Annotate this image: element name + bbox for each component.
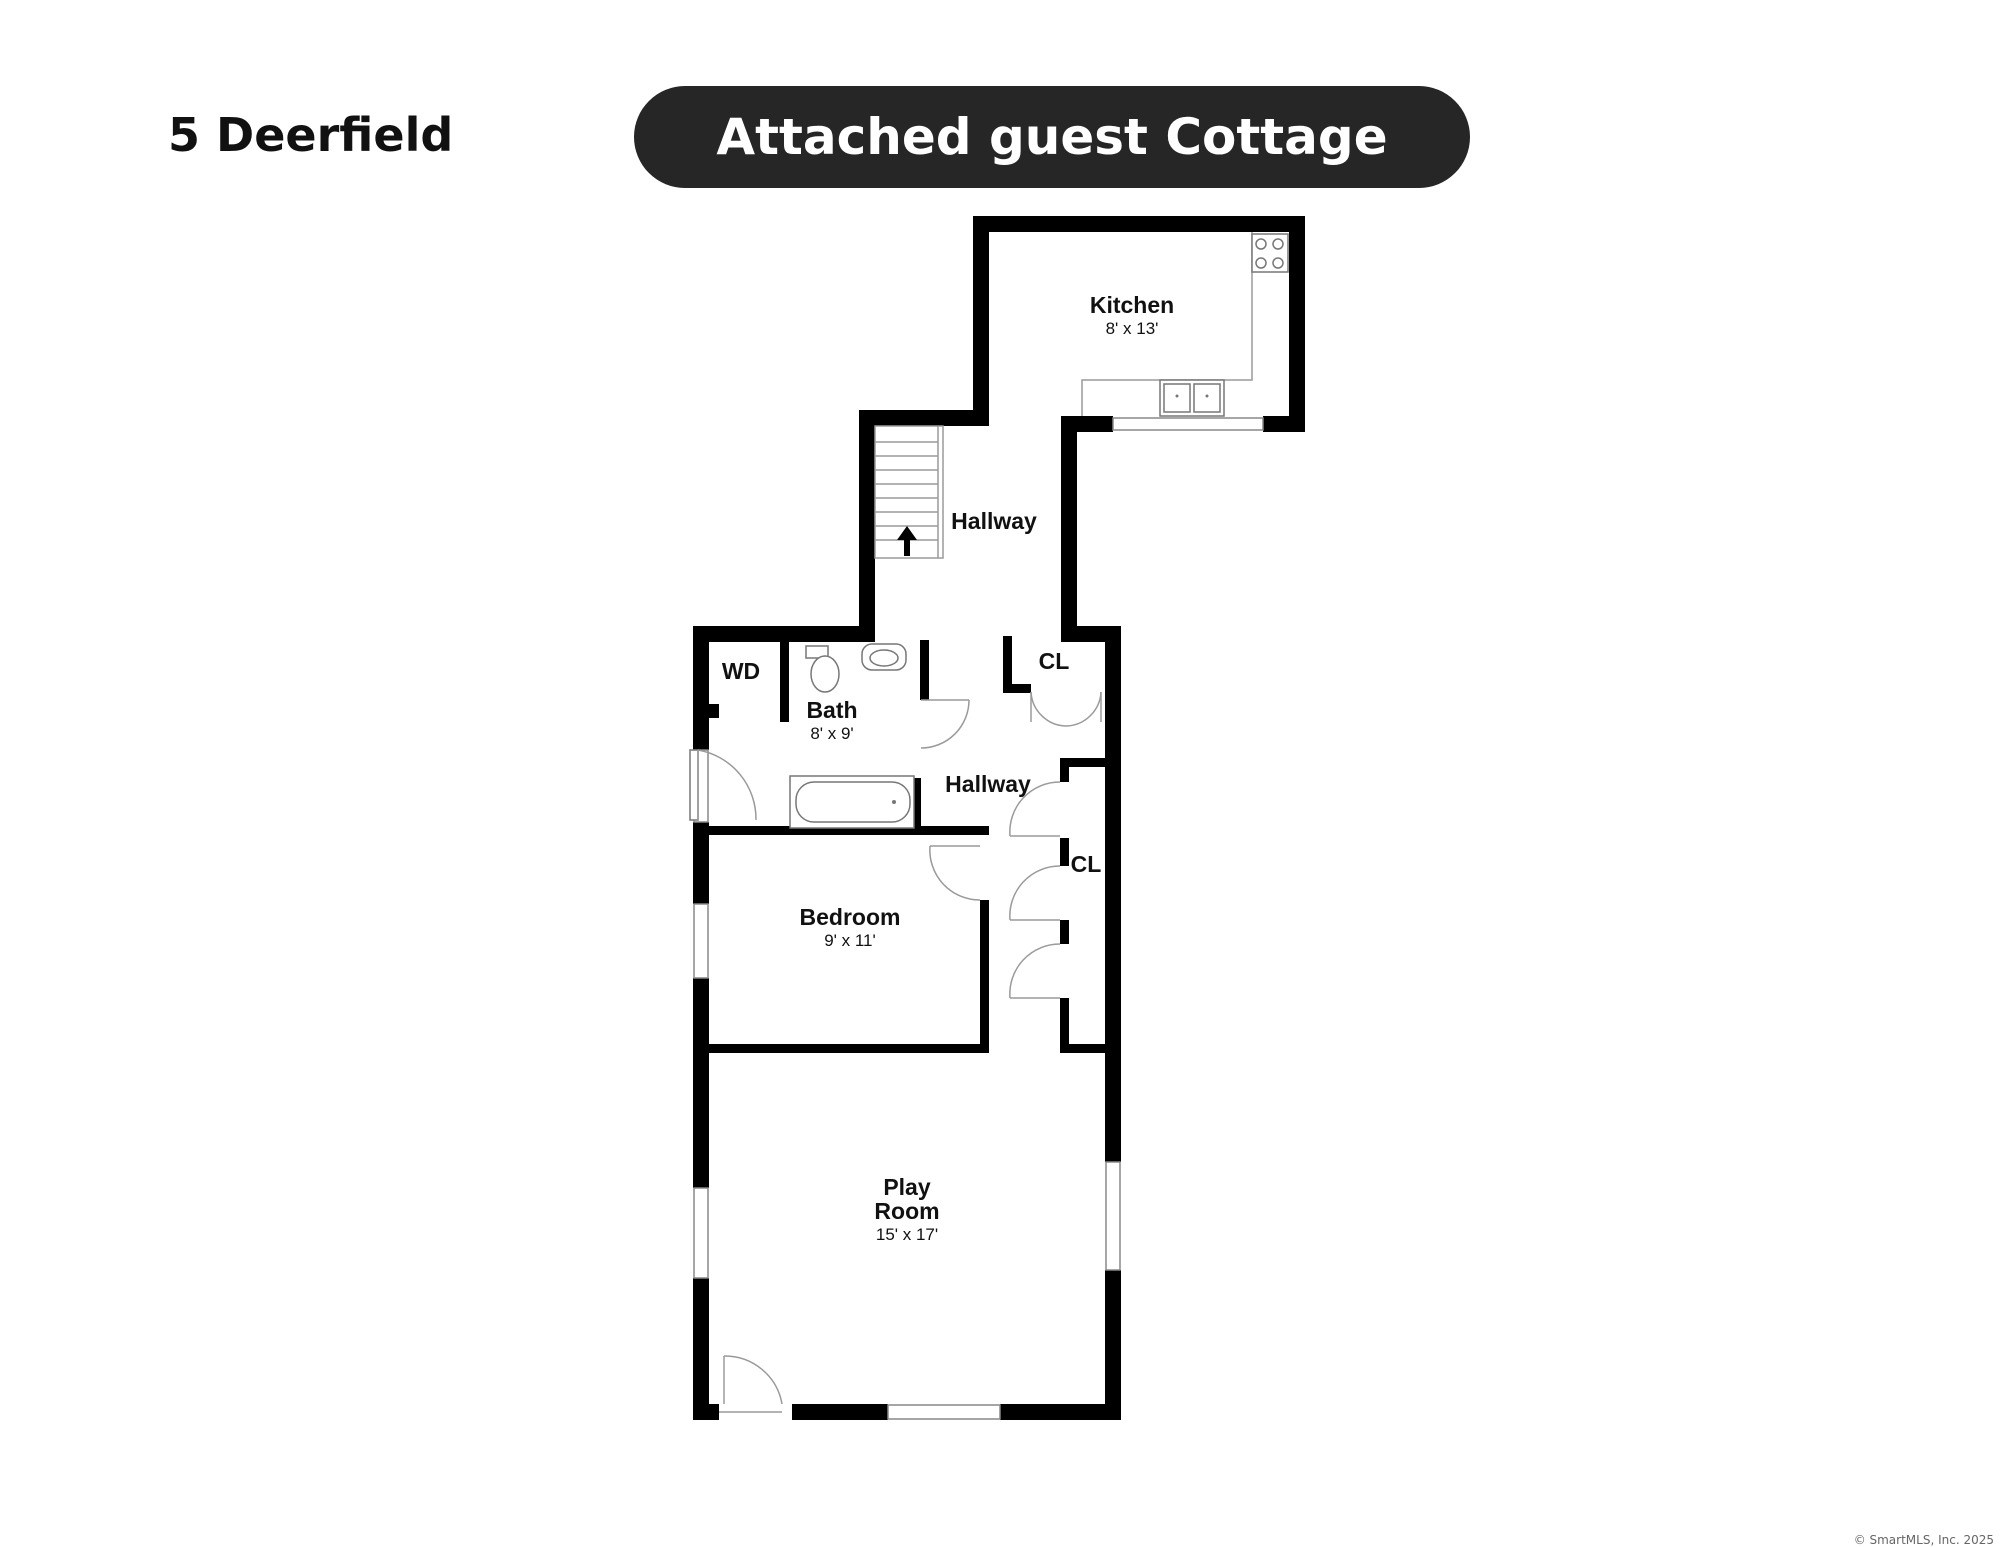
wd-label: WD — [722, 658, 760, 684]
playroom-dims: 15' x 17' — [876, 1225, 938, 1244]
bath-fixtures — [789, 643, 915, 829]
title-banner: Attached guest Cottage — [634, 86, 1470, 188]
playroom-label-line1: Play — [883, 1174, 931, 1200]
banner-text: Attached guest Cottage — [716, 108, 1388, 166]
interior-walls — [709, 636, 1110, 1053]
bath-dims: 8' x 9' — [810, 724, 853, 743]
room-labels: Kitchen 8' x 13' Hallway WD Bath 8' x 9'… — [722, 292, 1174, 1244]
bedroom-dims: 9' x 11' — [824, 931, 876, 950]
exterior-walls — [693, 216, 1305, 1420]
copyright-notice: © SmartMLS, Inc. 2025 — [1853, 1533, 1994, 1547]
stairs-up-arrow-icon — [897, 526, 917, 556]
closet-lower-label: CL — [1071, 851, 1102, 877]
stairs — [874, 425, 944, 559]
doors — [689, 691, 1102, 1413]
page-title: 5 Deerfield — [168, 108, 454, 162]
closet-upper-label: CL — [1039, 648, 1070, 674]
kitchen-label: Kitchen — [1090, 292, 1174, 318]
playroom-label-line2: Room — [874, 1198, 939, 1224]
hallway-lower-label: Hallway — [945, 771, 1031, 797]
kitchen-dims: 8' x 13' — [1106, 319, 1159, 338]
bedroom-label: Bedroom — [800, 904, 901, 930]
windows — [693, 417, 1264, 1420]
bath-label: Bath — [806, 697, 857, 723]
hallway-upper-label: Hallway — [951, 508, 1037, 534]
kitchen-fixtures — [1081, 232, 1289, 417]
